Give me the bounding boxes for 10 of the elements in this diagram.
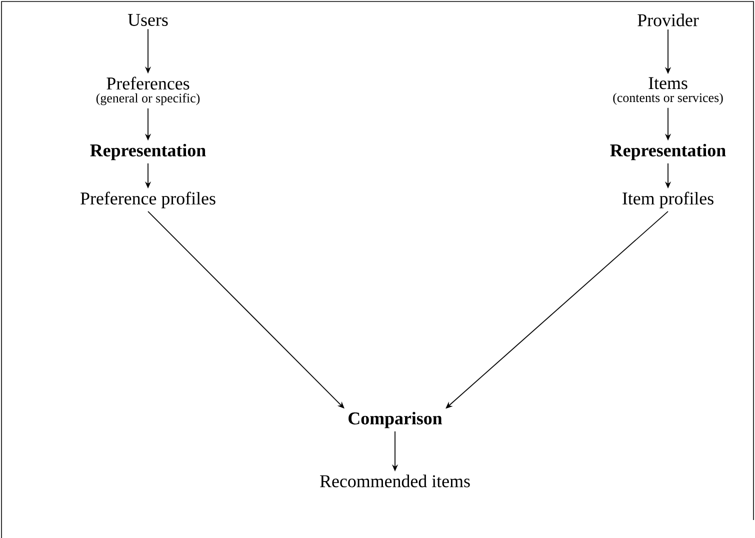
node-text: Representation [90,144,206,160]
node-text: Preference profiles [80,192,216,208]
node-text: Representation [610,144,726,160]
label-text: Preferences (general or specific) [96,76,200,106]
node-text: Recommended items [320,474,470,488]
node-text: Provider [638,14,699,26]
node-text: Users [128,14,168,26]
label-text: Items (contents or services) [613,77,723,105]
node-text: Comparison [348,412,442,428]
node-text: Item profiles [622,192,714,208]
